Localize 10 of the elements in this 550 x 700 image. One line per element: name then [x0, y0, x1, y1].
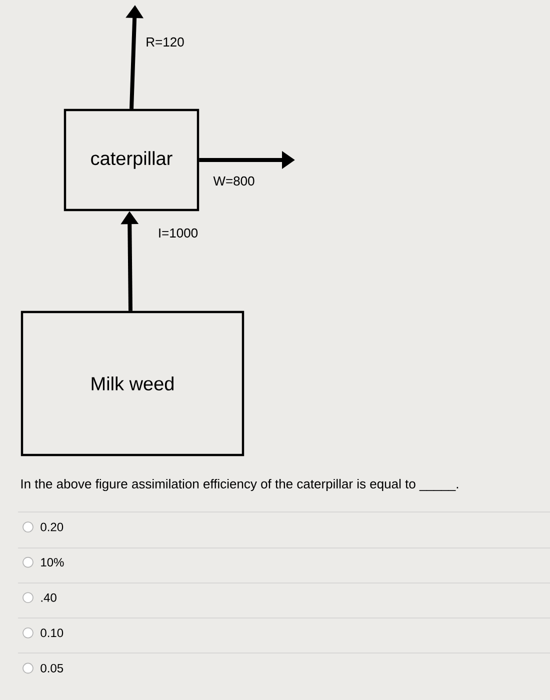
option-text: 0.10: [40, 628, 64, 638]
option-text: 0.05: [40, 664, 64, 672]
option-text: 10%: [41, 558, 64, 567]
option-text: .40: [41, 593, 56, 602]
question-text: In the above figure assimilation efficiency of the caterpillar is equal to _____.: [21, 478, 458, 492]
option-text: 0.20: [40, 522, 64, 532]
edge-label: R=120: [144, 36, 186, 48]
edge-label: W=800: [212, 175, 256, 187]
process-box: Milk weed: [20, 310, 244, 456]
process-box: caterpillar: [64, 108, 200, 212]
